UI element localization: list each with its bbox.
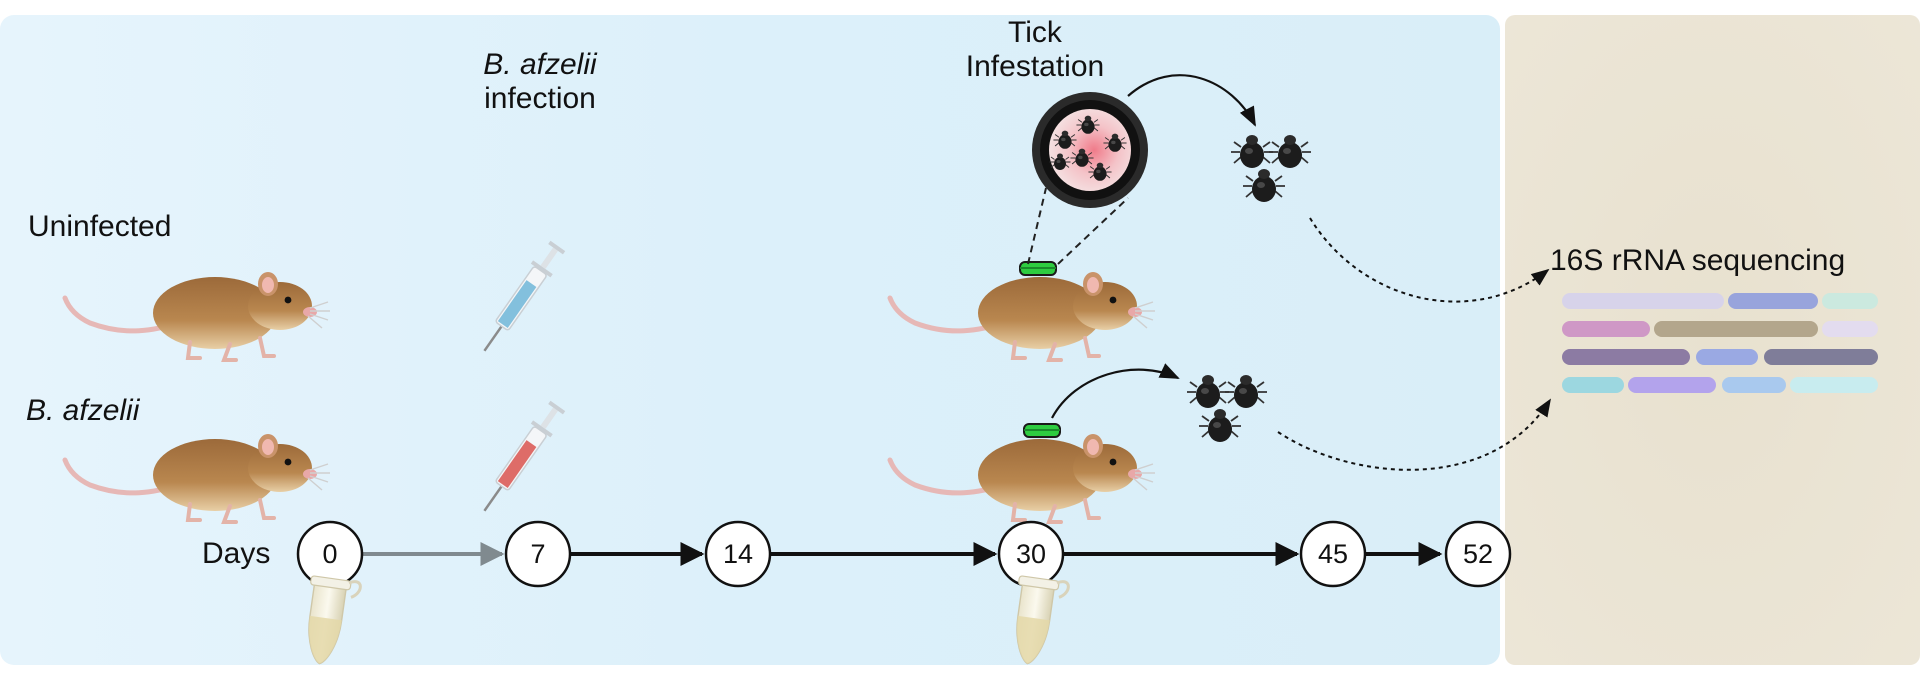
timeline-label: Days [202,537,271,570]
sequence-bar-icon [1562,293,1878,393]
tick-infestation-label: Tick Infestation [935,16,1135,84]
feeding-chamber-icon [1023,423,1061,438]
sequencing-label: 16S rRNA sequencing [1550,244,1846,277]
feeding-chamber-icon [1019,261,1057,276]
infection-organism: B. afzelii [483,48,597,81]
tick-label-line1: Tick [1008,16,1062,49]
arrow [1127,74,1256,127]
arrow [1051,363,1180,419]
day-circles [296,520,1512,588]
group-label-infected: B. afzelii [26,394,140,427]
group-label-uninfected: Uninfected [28,210,172,243]
syringe-icon [473,237,569,359]
magnifier-icon [1027,92,1148,265]
day-label: 52 [1462,539,1494,569]
infection-label: B. afzelii infection [440,48,640,116]
day-label: 7 [530,539,546,569]
tick-label-line2: Infestation [965,50,1105,83]
arrow [1309,217,1550,303]
syringe-icon [473,397,569,519]
day-label: 0 [322,539,338,569]
sequencing-panel [1505,15,1920,665]
day-label: 14 [722,539,754,569]
arrow [1277,398,1551,471]
day-label: 30 [1015,539,1047,569]
day-label: 45 [1317,539,1349,569]
infection-word: infection [484,82,596,115]
